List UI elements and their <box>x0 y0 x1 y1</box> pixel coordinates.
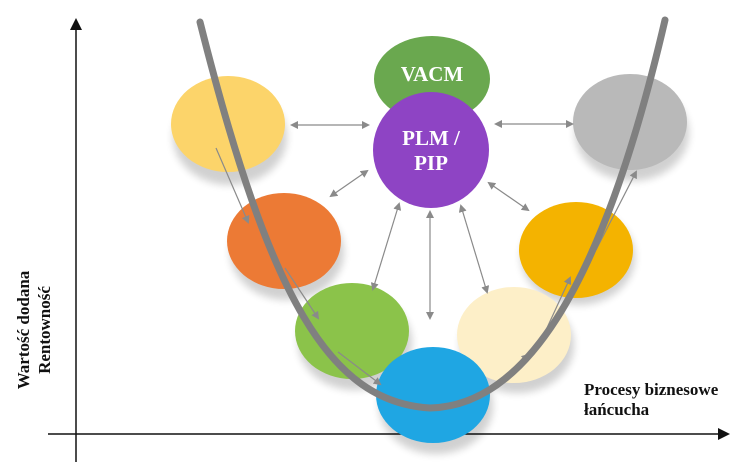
plm-label-line2: PIP <box>414 151 448 175</box>
node-plm-pip <box>373 92 489 208</box>
smile-curve <box>196 16 669 412</box>
y-axis-label-line1: Wartość dodana <box>14 270 33 389</box>
x-axis-label-line1: Procesy biznesowe <box>584 380 719 399</box>
flow-arrow-5 <box>545 276 572 331</box>
y-axis-label-line2: Rentowność <box>35 286 54 374</box>
node-grey <box>573 74 687 170</box>
node-blue <box>376 347 490 443</box>
node-green <box>295 283 409 379</box>
connector-green <box>370 202 402 291</box>
connector-arrows <box>290 120 574 320</box>
flow-arrow-3 <box>337 351 382 386</box>
x-axis-label-line2: łańcucha <box>584 400 650 419</box>
connector-amber <box>487 181 530 212</box>
flow-arrow-1 <box>215 147 250 224</box>
vacm-label: VACM <box>401 62 464 86</box>
plm-label-line1: PLM / <box>402 126 461 150</box>
flow-arrow-2 <box>284 267 320 320</box>
connector-orange <box>329 169 369 198</box>
node-cream <box>457 287 571 383</box>
connector-cream <box>458 204 490 294</box>
flow-arrow-6 <box>595 170 637 251</box>
